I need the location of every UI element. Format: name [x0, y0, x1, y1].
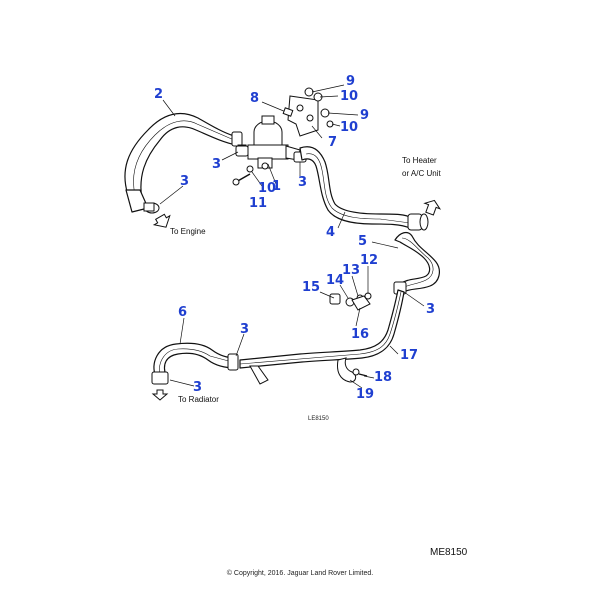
clamp-hose-2-bottom [125, 189, 160, 214]
pipe-17 [239, 289, 405, 369]
callout-19: 19 [356, 387, 374, 402]
callout-9b: 9 [360, 108, 369, 123]
callout-10b: 10 [340, 120, 358, 135]
bolt-8 [261, 101, 294, 117]
copyright-notice: © Copyright, 2016. Jaguar Land Rover Lim… [226, 570, 374, 577]
callout-4: 4 [326, 225, 335, 240]
note-to-radiator: To Radiator [178, 395, 219, 404]
callout-10c: 10 [258, 181, 276, 196]
note-to-heater-1: To Heater [402, 156, 437, 165]
callout-3b: 3 [180, 174, 189, 189]
callout-13: 13 [342, 263, 360, 278]
bolt-18 [352, 368, 368, 377]
arrow-to-radiator [151, 389, 169, 401]
hose-4 [299, 146, 413, 229]
clamp-hose-4-end [407, 213, 429, 231]
mounting-bracket [287, 95, 319, 137]
screw-11 [232, 173, 251, 186]
callout-10a: 10 [340, 89, 358, 104]
clip-19 [337, 357, 357, 383]
callout-18: 18 [374, 370, 392, 385]
note-to-heater-2: or A/C Unit [402, 169, 441, 178]
callout-3e: 3 [240, 322, 249, 337]
clamp-hose-6-right [227, 353, 239, 371]
arrow-to-engine [152, 213, 171, 228]
water-valve-assembly [247, 115, 301, 169]
fitting-group-12-16 [329, 292, 372, 311]
hose-5 [394, 231, 440, 293]
callout-9a: 9 [346, 74, 355, 89]
clamp-hose-6-left [151, 371, 169, 385]
callout-7: 7 [328, 135, 337, 150]
callout-8: 8 [250, 91, 259, 106]
callout-14: 14 [326, 273, 344, 288]
callout-3c: 3 [298, 175, 307, 190]
arrow-to-heater [423, 199, 442, 216]
callout-1: 1 [272, 179, 281, 194]
figure-code: LE8150 [308, 416, 329, 422]
reference-code: ME8150 [430, 547, 468, 558]
callout-3a: 3 [212, 157, 221, 172]
pipe-support-bracket [249, 365, 269, 385]
callout-3f: 3 [193, 380, 202, 395]
callout-15: 15 [302, 280, 320, 295]
callout-6: 6 [178, 305, 187, 320]
note-to-engine: To Engine [170, 227, 206, 236]
callout-17: 17 [400, 348, 418, 363]
callout-3d: 3 [426, 302, 435, 317]
callout-11: 11 [249, 196, 267, 211]
callout-5: 5 [358, 234, 367, 249]
clamp-valve-left [235, 145, 249, 157]
leader-lines [159, 84, 425, 389]
callout-2: 2 [154, 87, 163, 102]
callout-16: 16 [351, 327, 369, 342]
callout-12: 12 [360, 253, 378, 268]
